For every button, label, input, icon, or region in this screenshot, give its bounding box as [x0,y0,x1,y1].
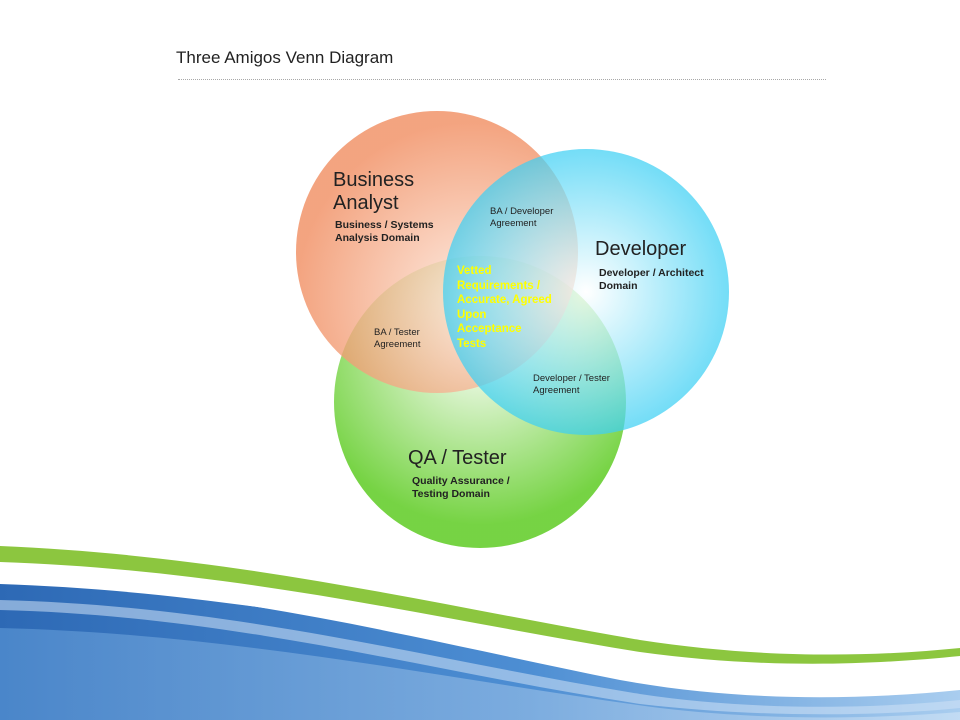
ba-tester-overlap-label: BA / Tester Agreement [374,327,421,350]
ba-developer-overlap-label: BA / Developer Agreement [490,206,554,229]
business-analyst-domain: Business / Systems Analysis Domain [335,219,434,244]
white-wave-gap [0,566,960,676]
business-analyst-label: Business Analyst [333,169,415,214]
slide-title: Three Amigos Venn Diagram [176,48,394,67]
light-blue-wave [0,628,960,720]
light-blue-streak [0,600,960,715]
qa-tester-domain: Quality Assurance / Testing Domain [412,475,510,500]
developer-domain: Developer / Architect Domain [599,267,704,292]
green-wave-stripe [0,546,960,664]
qa-tester-label: QA / Tester [408,447,507,469]
developer-label: Developer [595,238,687,260]
title-divider [178,79,826,80]
center-overlap-label: Vetted Requirements / Accurate, Agreed U… [457,265,552,350]
developer-tester-overlap-label: Developer / Tester Agreement [533,373,610,396]
developer-circle [443,149,729,435]
